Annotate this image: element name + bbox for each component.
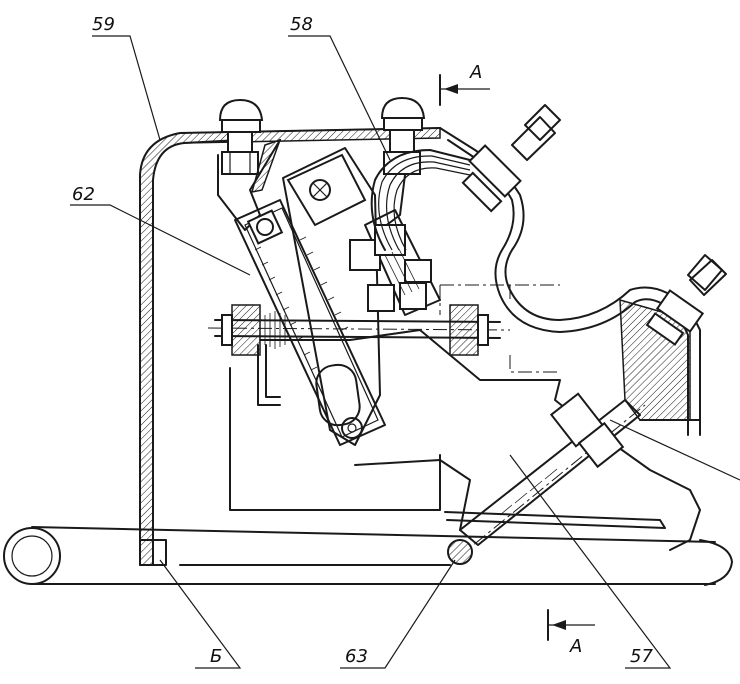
section-mark-bottom <box>547 609 595 641</box>
horizontal-axle <box>207 304 511 356</box>
label-part-57: 57 <box>630 646 653 667</box>
lever-arm <box>282 147 381 446</box>
pivot-63 <box>447 539 473 565</box>
label-section-bottom: А <box>569 636 582 657</box>
label-part-59: 59 <box>92 14 115 35</box>
top-bolt-right <box>380 96 426 175</box>
stud-top-right <box>461 104 561 213</box>
cable-bundle <box>370 149 471 251</box>
top-bolt-left <box>218 98 264 175</box>
label-part-63: 63 <box>345 646 368 667</box>
stud-mid-right <box>645 254 727 346</box>
leader-lines <box>70 35 740 669</box>
bottom-tube <box>3 526 733 586</box>
frame-plate-59 <box>139 127 441 566</box>
right-cover <box>439 127 701 436</box>
diagonal-bolt <box>454 392 646 561</box>
label-section-top: А <box>469 62 482 83</box>
spring-assembly-62 <box>234 199 386 446</box>
label-ref-b: Б <box>210 646 222 667</box>
label-part-62: 62 <box>72 184 95 205</box>
section-mark-top <box>439 74 490 106</box>
label-part-58: 58 <box>290 14 313 35</box>
clamp-block-58 <box>349 209 441 316</box>
l-handle <box>257 344 281 406</box>
